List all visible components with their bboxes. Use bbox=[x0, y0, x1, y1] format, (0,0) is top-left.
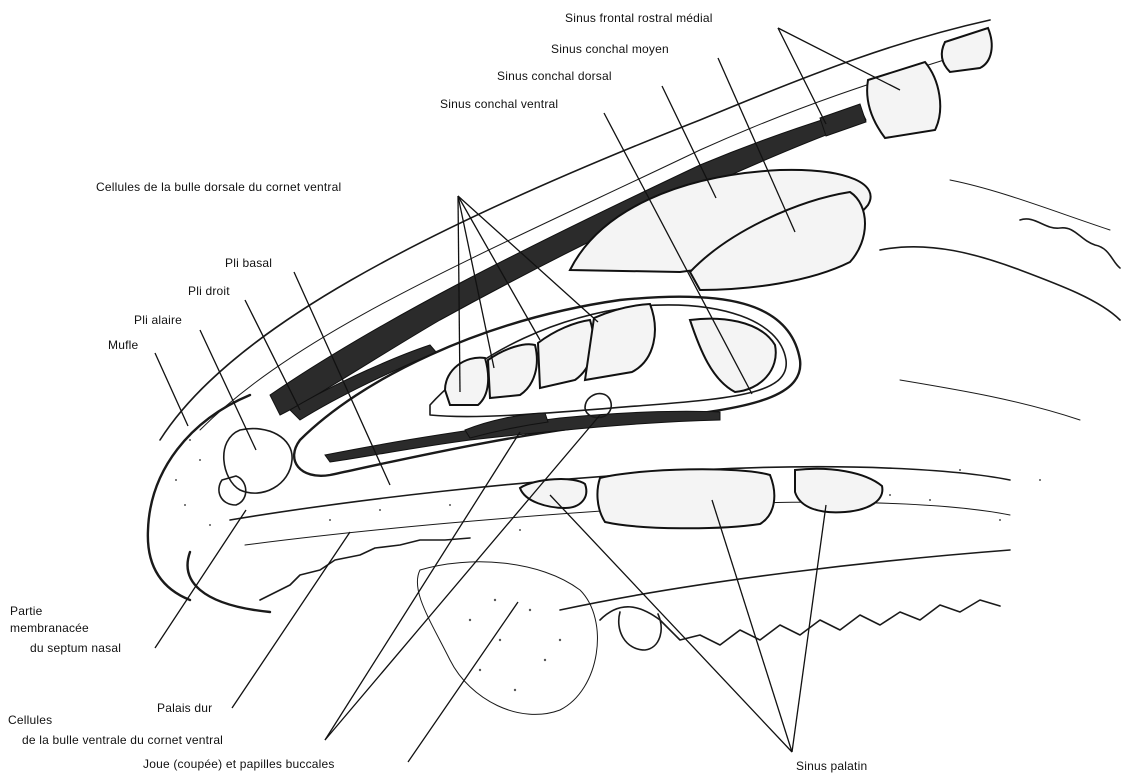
dorsal-bulla-cell-4 bbox=[585, 304, 655, 380]
label-sinus-conchal-moyen: Sinus conchal moyen bbox=[551, 42, 669, 56]
label-joue: Joue (coupée) et papilles buccales bbox=[143, 757, 335, 771]
muzzle-outline bbox=[148, 395, 250, 600]
sinus-palatin-1 bbox=[520, 479, 586, 508]
molar-1 bbox=[619, 612, 661, 650]
label-cellules-bulle-ventrale-line1: Cellules bbox=[8, 713, 52, 727]
leader-sinus-palatin-3 bbox=[792, 505, 826, 752]
leader-sinus-palatin-1 bbox=[550, 495, 792, 752]
dorsal-bulla-cell-1 bbox=[445, 358, 488, 405]
frontal-sinus-box-1 bbox=[867, 62, 940, 138]
label-pli-basal: Pli basal bbox=[225, 256, 272, 270]
label-partie-membranacee-line3: du septum nasal bbox=[30, 641, 121, 655]
label-cellules-bulle-ventrale-line2: de la bulle ventrale du cornet ventral bbox=[22, 733, 223, 747]
leader-bulle-ventrale-2 bbox=[325, 432, 520, 740]
label-cellules-bulle-dorsale: Cellules de la bulle dorsale du cornet v… bbox=[96, 180, 341, 194]
label-sinus-frontal-rostral-medial: Sinus frontal rostral médial bbox=[565, 11, 713, 25]
palate-ridges bbox=[260, 538, 470, 600]
dorsal-bulla-cell-5 bbox=[690, 319, 776, 392]
label-partie-membranacee-line1: Partie bbox=[10, 604, 43, 618]
lower-jaw-outline bbox=[560, 550, 1010, 610]
sinus-palatin-3 bbox=[795, 469, 882, 513]
label-partie-membranacee-line2: membranacée bbox=[10, 621, 89, 635]
leader-joue bbox=[408, 602, 518, 762]
skull-right-lower bbox=[900, 180, 1110, 420]
leader-partie-membranacee bbox=[155, 510, 246, 648]
label-sinus-palatin: Sinus palatin bbox=[796, 759, 867, 773]
leader-sinus-frontal-rostral-medial-a bbox=[778, 28, 826, 124]
label-pli-alaire: Pli alaire bbox=[134, 313, 182, 327]
label-sinus-conchal-dorsal: Sinus conchal dorsal bbox=[497, 69, 612, 83]
skull-right-outline bbox=[880, 247, 1120, 320]
label-palais-dur: Palais dur bbox=[157, 701, 212, 715]
skull-right-wavy bbox=[1020, 219, 1120, 268]
label-pli-droit: Pli droit bbox=[188, 284, 230, 298]
anatomy-drawing bbox=[148, 20, 1120, 714]
ventral-bulla bbox=[585, 394, 611, 418]
sinus-palatin-2 bbox=[597, 469, 774, 528]
frontal-sinus-box-2 bbox=[942, 28, 992, 72]
frontal-sinus-box-3 bbox=[820, 104, 866, 136]
lip-curve bbox=[188, 552, 270, 612]
leader-palais-dur bbox=[232, 532, 350, 708]
label-mufle: Mufle bbox=[108, 338, 138, 352]
muzzle-inner bbox=[224, 429, 292, 494]
leader-mufle bbox=[155, 353, 188, 426]
cheek-area-outline bbox=[417, 562, 597, 715]
label-sinus-conchal-ventral: Sinus conchal ventral bbox=[440, 97, 558, 111]
